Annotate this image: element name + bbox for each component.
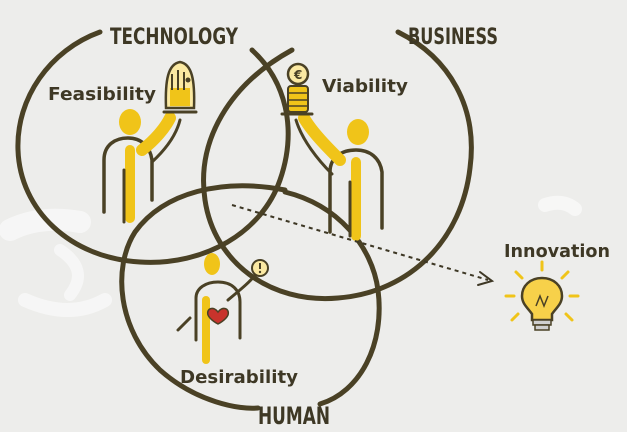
- tech-gadget-icon: [162, 60, 198, 114]
- technology-person-figure-icon: [102, 109, 182, 224]
- human-title: HUMAN: [258, 402, 330, 430]
- business-title: BUSINESS: [408, 25, 498, 50]
- technology-circle: [15, 29, 291, 265]
- heart-icon: [206, 307, 230, 325]
- business-circle: [201, 29, 474, 302]
- viability-label: Viability: [322, 76, 408, 97]
- svg-text:€: €: [293, 68, 302, 82]
- human-person-figure-icon: [176, 253, 269, 364]
- background-brush-strokes: [0, 195, 582, 317]
- coin-stack-icon: €: [280, 62, 314, 116]
- lightbulb-icon: [504, 260, 580, 331]
- innovation-label: Innovation: [504, 241, 610, 262]
- innovation-arrow: [231, 204, 495, 286]
- business-person-figure-icon: [294, 112, 384, 241]
- desirability-label: Desirability: [180, 367, 298, 388]
- feasibility-label: Feasibility: [48, 84, 156, 105]
- technology-title: TECHNOLOGY: [110, 25, 239, 50]
